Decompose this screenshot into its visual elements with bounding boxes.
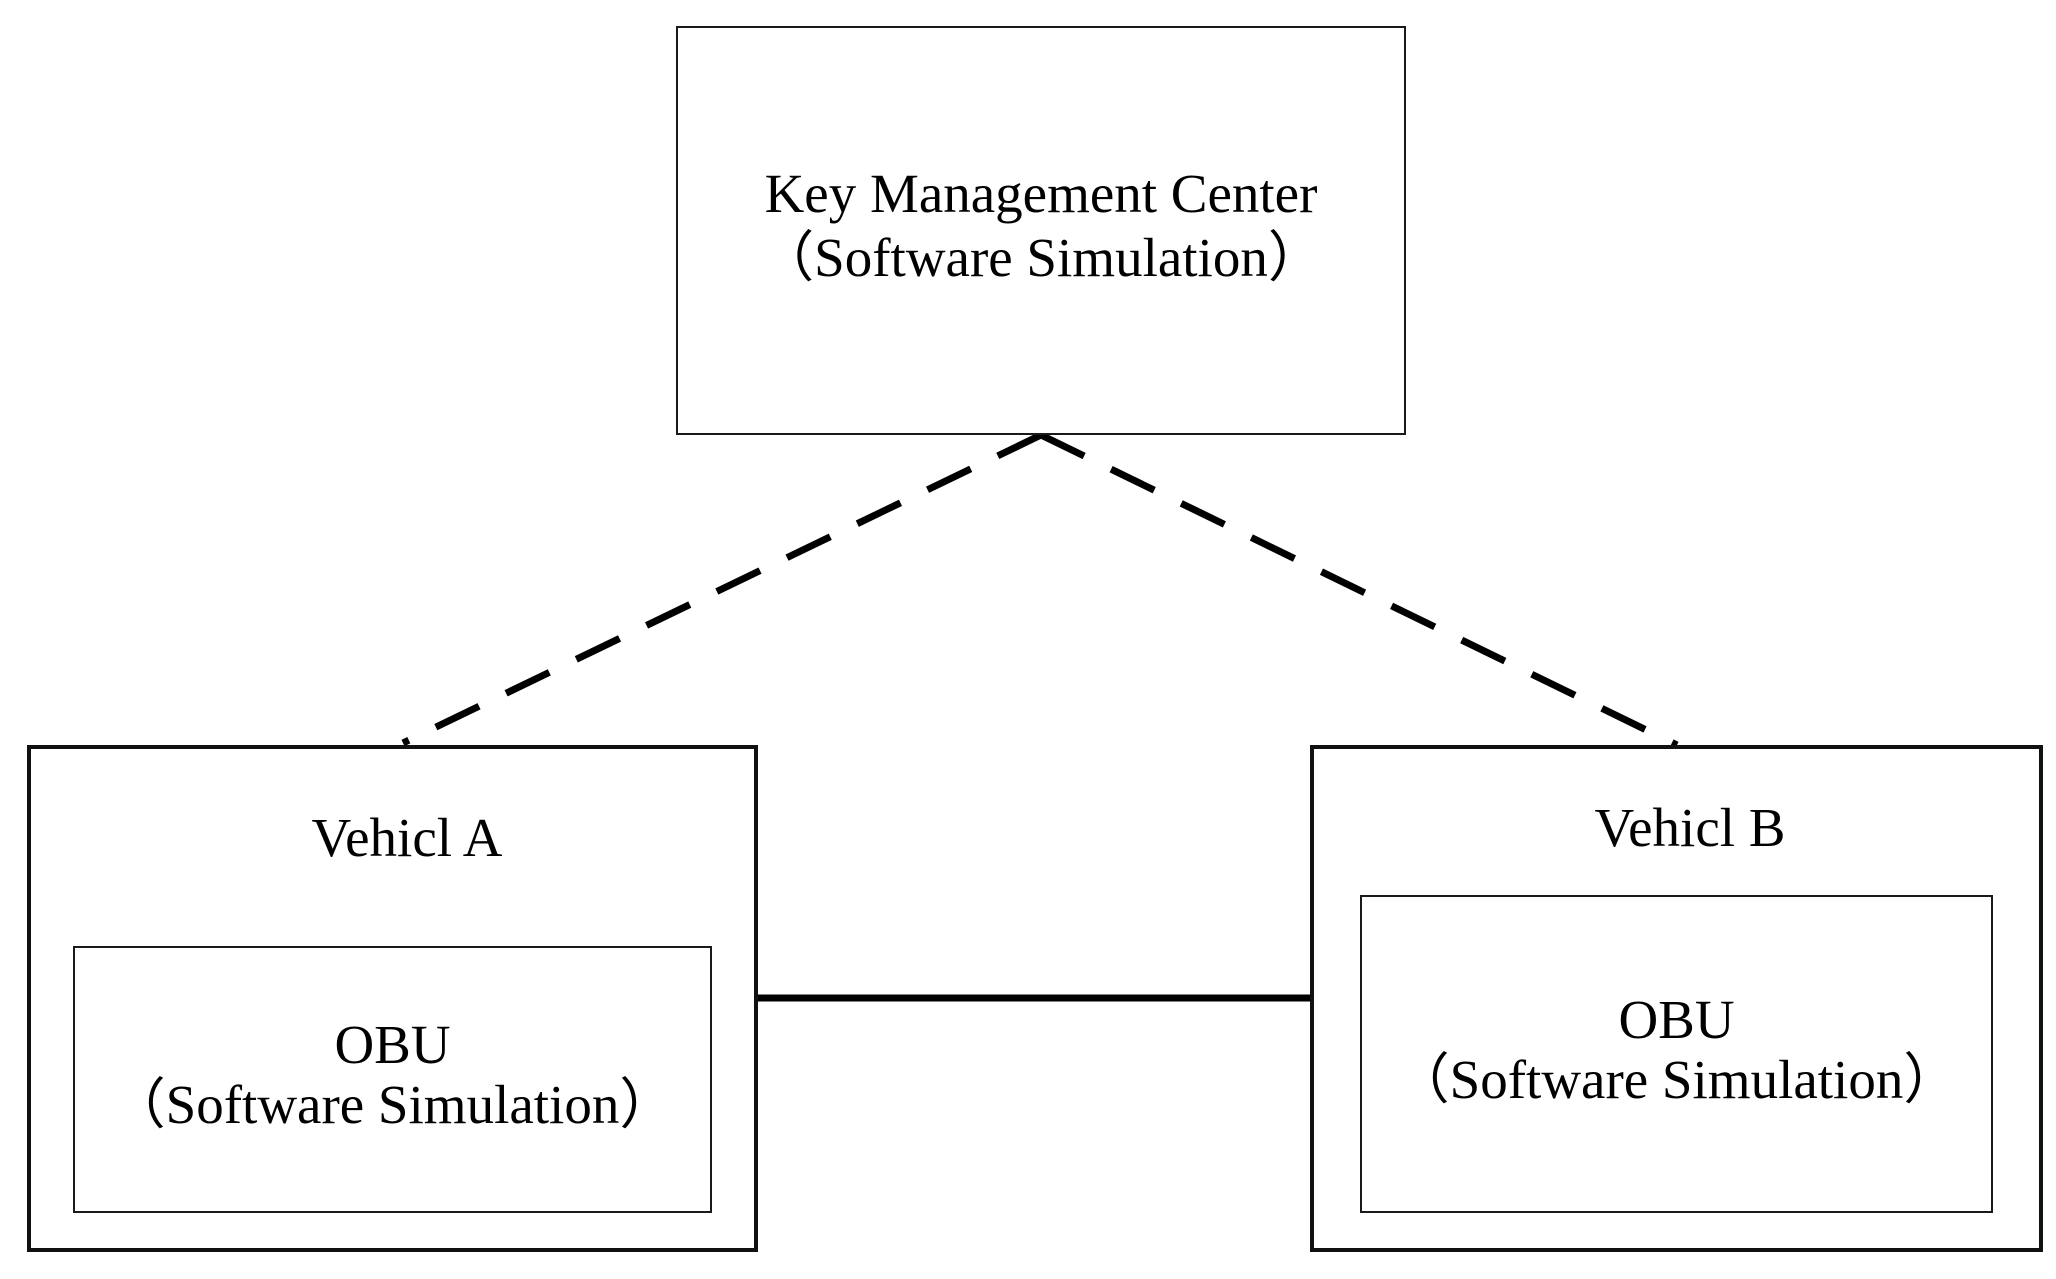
key-management-center-subtitle: （Software Simulation）	[759, 227, 1323, 288]
dashed-link-kmc-vehicle-a	[401, 431, 1043, 747]
vehicle-b-title: Vehicl B	[1594, 797, 1786, 858]
vehicle-a-obu-title: OBU	[334, 1014, 451, 1075]
vehicle-a-title: Vehicl A	[311, 807, 503, 868]
key-management-center-title: Key Management Center	[764, 163, 1318, 224]
vehicle-b-obu-box	[1360, 895, 1993, 1213]
key-management-center-box	[676, 26, 1406, 435]
vehicle-b-obu-title: OBU	[1618, 989, 1735, 1050]
vehicle-b-obu-subtitle: （Software Simulation）	[1394, 1049, 1959, 1110]
vehicle-a-obu-box	[73, 946, 712, 1213]
vehicle-a-obu-subtitle: （Software Simulation）	[110, 1074, 675, 1135]
dashed-link-kmc-vehicle-b	[1039, 431, 1679, 749]
